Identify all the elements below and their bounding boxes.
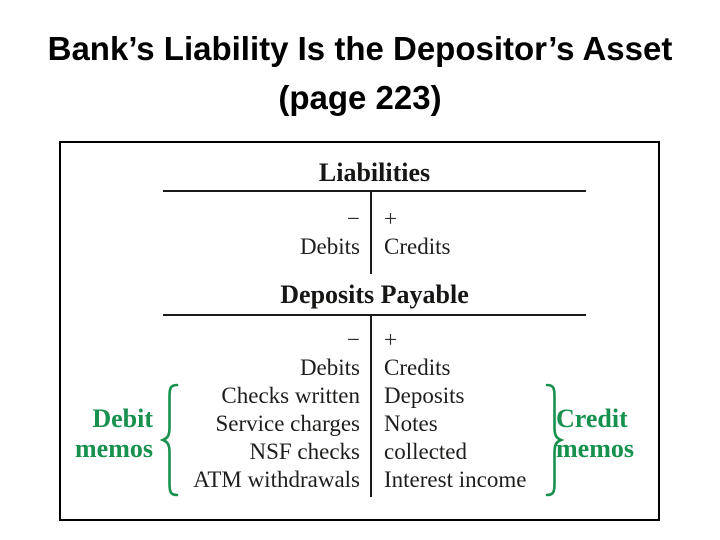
notes-item: Notes <box>384 411 438 436</box>
table-row: Debits Credits <box>163 354 586 382</box>
liabilities-sign-row: − + <box>163 205 586 233</box>
deposits-item: Deposits <box>384 383 465 408</box>
debits-label: Debits <box>299 355 360 380</box>
interest-income-item: Interest income <box>384 467 527 492</box>
liabilities-rows: − + Debits Credits <box>163 205 586 261</box>
deposits-payable-rows: − + Debits Credits Checks written Deposi… <box>163 326 586 494</box>
liabilities-divider-line <box>370 190 372 274</box>
liabilities-plus-sign: + <box>384 206 397 231</box>
collected-item: collected <box>384 439 468 464</box>
deposits-sign-row: − + <box>163 326 586 354</box>
t-account-figure-box <box>59 141 660 521</box>
slide-title-line2: (page 223) <box>278 79 442 116</box>
table-row: ATM withdrawals Interest income <box>163 466 586 494</box>
liabilities-credits-label: Credits <box>384 234 451 259</box>
right-curly-brace-icon <box>545 383 565 497</box>
nsf-checks-item: NSF checks <box>249 439 360 464</box>
checks-written-item: Checks written <box>221 383 360 408</box>
service-charges-item: Service charges <box>215 411 360 436</box>
deposits-payable-top-rule <box>163 314 586 316</box>
table-row: NSF checks collected <box>163 438 586 466</box>
liabilities-label-row: Debits Credits <box>163 233 586 261</box>
deposits-plus-sign: + <box>384 327 397 352</box>
credit-memos-line2: memos <box>556 434 634 463</box>
table-row: Service charges Notes <box>163 410 586 438</box>
deposits-payable-header: Deposits Payable <box>280 280 469 309</box>
credits-label: Credits <box>384 355 451 380</box>
liabilities-top-rule <box>163 190 586 192</box>
left-curly-brace-icon <box>159 383 179 497</box>
liabilities-debits-label: Debits <box>299 234 360 259</box>
table-row: Checks written Deposits <box>163 382 586 410</box>
credit-memos-label: Credit memos <box>556 404 686 464</box>
debit-memos-line1: Debit <box>92 404 153 433</box>
atm-withdrawals-item: ATM withdrawals <box>193 467 360 492</box>
liabilities-header: Liabilities <box>318 158 431 187</box>
slide-title-line1: Bank’s Liability Is the Depositor’s Asse… <box>47 30 673 67</box>
deposits-minus-sign: − <box>347 327 360 352</box>
credit-memos-line1: Credit <box>556 404 628 433</box>
slide-title: Bank’s Liability Is the Depositor’s Asse… <box>0 24 720 122</box>
debit-memos-label: Debit memos <box>38 404 153 464</box>
liabilities-minus-sign: − <box>347 206 360 231</box>
deposits-payable-divider-line <box>370 314 372 497</box>
debit-memos-line2: memos <box>75 434 153 463</box>
